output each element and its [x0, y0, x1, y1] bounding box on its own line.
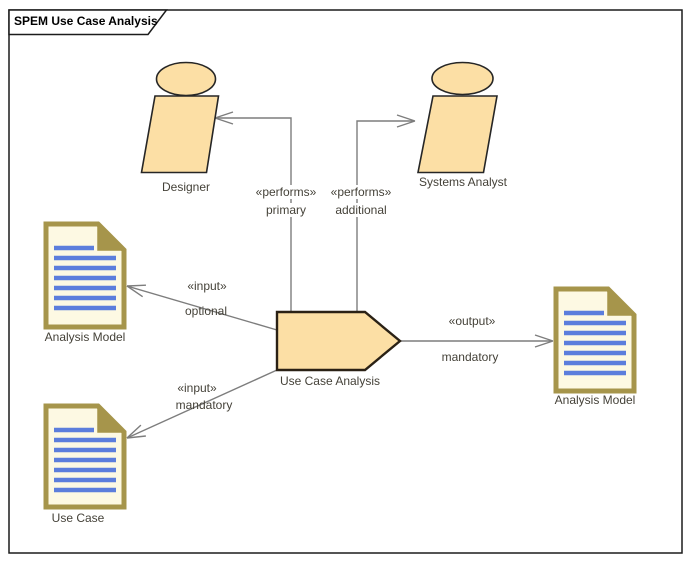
connector-performs-additional[interactable] — [356, 114, 416, 312]
use-case-document-icon[interactable] — [43, 403, 127, 510]
connector-input-optional[interactable] — [125, 280, 278, 331]
stereotype-text: «performs» — [253, 185, 319, 199]
use-case-analysis-activity-icon[interactable] — [275, 310, 402, 372]
output-mandatory-stereotype: «output» — [448, 314, 496, 328]
document-fold-corner — [97, 222, 126, 251]
analysis-model-left-document-icon[interactable] — [43, 221, 127, 330]
connector-line — [216, 117, 292, 312]
input-mandatory-qualifier: mandatory — [175, 398, 233, 412]
output-mandatory-qualifier: mandatory — [441, 350, 499, 364]
document-fold-corner — [607, 287, 636, 316]
frame-title-tab — [8, 9, 169, 36]
designer-actor-icon[interactable] — [140, 61, 220, 174]
connector-line — [356, 120, 414, 312]
input-optional-stereotype: «input» — [187, 279, 227, 293]
open-arrowhead-icon — [534, 334, 554, 348]
analysis-model-right-document-icon[interactable] — [553, 286, 637, 394]
analysis-model-left-label: Analysis Model — [44, 330, 126, 344]
performs-primary-label: «performs» primary — [236, 185, 336, 217]
open-arrowhead-icon — [214, 111, 234, 125]
actor-body — [417, 95, 498, 174]
connector-input-mandatory[interactable] — [125, 369, 278, 443]
input-mandatory-stereotype: «input» — [177, 381, 217, 395]
connector-output-mandatory[interactable] — [400, 334, 554, 348]
input-optional-qualifier: optional — [184, 304, 228, 318]
designer-label: Designer — [161, 180, 211, 194]
actor-head — [431, 61, 494, 96]
qualifier-text: primary — [263, 203, 308, 217]
connector-line — [126, 369, 278, 439]
open-arrowhead-icon — [126, 424, 146, 439]
document-fold-corner — [97, 404, 126, 433]
open-arrowhead-icon — [396, 114, 416, 128]
analysis-model-right-label: Analysis Model — [554, 393, 636, 407]
actor-head — [155, 61, 217, 97]
qualifier-text: additional — [333, 203, 389, 217]
connector-line — [126, 285, 278, 331]
stereotype-text: «performs» — [328, 185, 394, 199]
systems-analyst-label: Systems Analyst — [418, 175, 508, 189]
connector-performs-primary[interactable] — [214, 111, 292, 312]
document-text-lines — [54, 245, 116, 311]
activity-pentagon — [275, 310, 402, 372]
diagram-title: SPEM Use Case Analysis — [14, 14, 158, 28]
actor-body — [140, 95, 220, 174]
open-arrowhead-icon — [126, 284, 146, 298]
systems-analyst-actor-icon[interactable] — [417, 61, 498, 174]
use-case-label: Use Case — [51, 511, 105, 525]
performs-additional-label: «performs» additional — [311, 185, 411, 217]
document-text-lines — [564, 310, 626, 376]
document-text-lines — [54, 427, 116, 493]
use-case-analysis-label: Use Case Analysis — [279, 374, 381, 388]
